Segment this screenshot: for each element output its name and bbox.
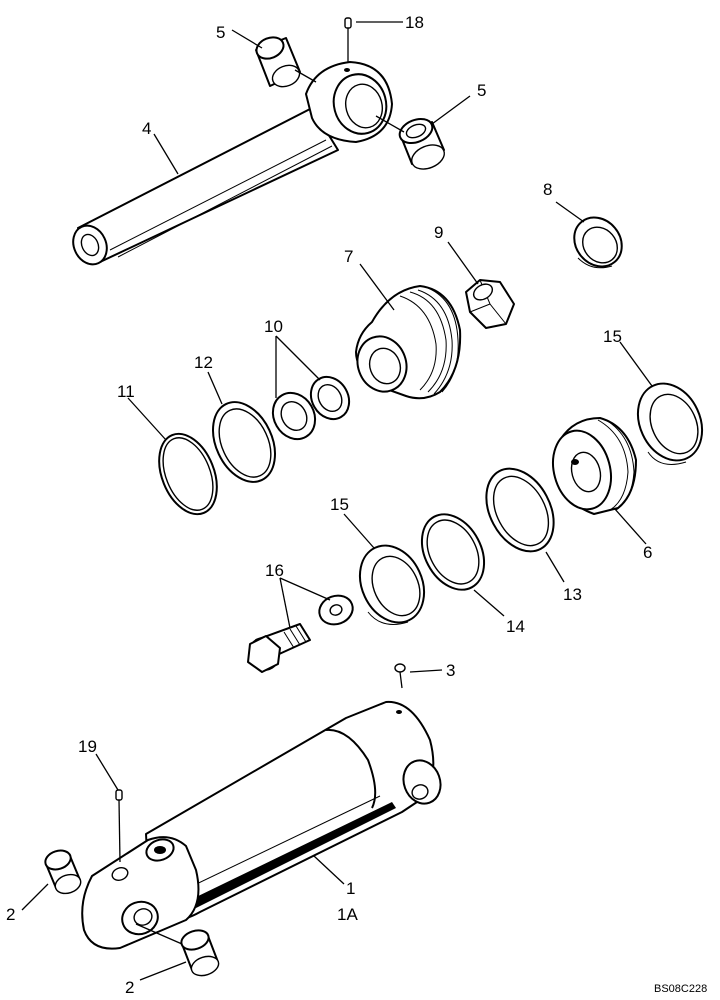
- bolt-and-washer-part-16: [247, 594, 354, 673]
- bushing-part-5-lower: [398, 117, 445, 170]
- o-ring-part-11: [158, 432, 218, 516]
- callout-19: 19: [78, 737, 97, 756]
- seal-part-8: [573, 216, 623, 269]
- cylinder-barrel-part-1: [81, 700, 442, 950]
- bushing-part-2-upper: [44, 849, 82, 895]
- callout-6: 6: [643, 543, 652, 562]
- callout-5-upper: 5: [216, 23, 225, 42]
- gland-head-part-7: [355, 285, 462, 400]
- grease-fitting-part-18: [344, 17, 352, 62]
- callout-labels: 18 5 5 4 8 9 7 10 12 11 15 6 13 14 15 16…: [6, 13, 707, 997]
- grease-fitting-part-3: [394, 663, 406, 689]
- callout-2-lower: 2: [125, 978, 134, 997]
- backup-washers-part-10: [271, 375, 351, 441]
- bushing-part-5-upper: [255, 36, 301, 88]
- callout-16: 16: [265, 561, 284, 580]
- seal-ring-part-13: [485, 467, 555, 553]
- callout-12: 12: [194, 353, 213, 372]
- callout-1A: 1A: [337, 905, 358, 924]
- callout-2-upper: 2: [6, 905, 15, 924]
- leader-lines: [21, 21, 653, 981]
- piston-rod-part-4: [72, 61, 393, 266]
- grease-fitting-part-19: [115, 789, 123, 863]
- bushing-part-2-lower: [180, 929, 220, 977]
- callout-15-upper: 15: [603, 327, 622, 346]
- callout-14: 14: [506, 617, 525, 636]
- callout-4: 4: [142, 119, 151, 138]
- nut-part-9: [465, 279, 515, 329]
- callout-10: 10: [264, 317, 283, 336]
- figure-code: BS08C228: [654, 983, 707, 995]
- callout-11: 11: [117, 382, 135, 401]
- callout-9: 9: [434, 223, 443, 242]
- callout-13: 13: [563, 585, 582, 604]
- callout-8: 8: [543, 180, 552, 199]
- wear-ring-part-15-upper: [636, 382, 704, 465]
- callout-5-lower: 5: [477, 81, 486, 100]
- wear-ring-part-15-lower: [358, 544, 426, 625]
- callout-3: 3: [446, 661, 455, 680]
- callout-18: 18: [405, 13, 424, 32]
- callout-1: 1: [346, 879, 355, 898]
- callout-7: 7: [344, 247, 353, 266]
- callout-15-lower: 15: [330, 495, 349, 514]
- ring-part-12: [212, 401, 276, 483]
- seal-ring-part-14: [420, 513, 486, 591]
- piston-part-6: [552, 417, 637, 515]
